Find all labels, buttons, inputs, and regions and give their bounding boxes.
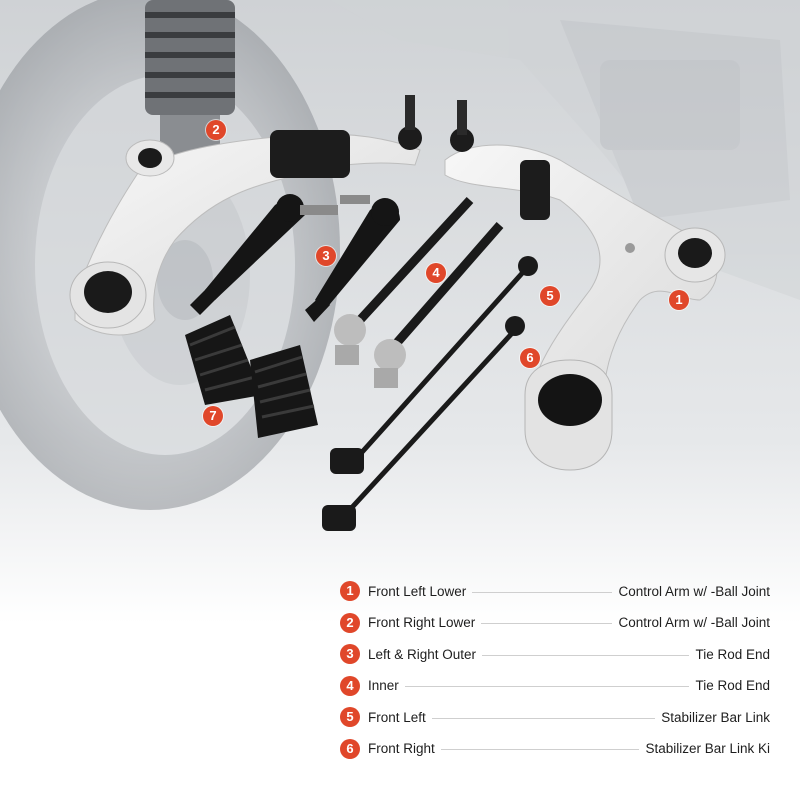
legend-row: 5 Front Left Stabilizer Bar Link (340, 706, 772, 728)
legend-position-label: Front Left Lower (368, 583, 467, 599)
legend-number-badge: 5 (340, 707, 360, 728)
legend-row: 4 Inner Tie Rod End (340, 675, 772, 697)
legend-part-label: Control Arm w/ -Ball Joint (618, 583, 770, 599)
callout-badge-6: 6 (520, 348, 540, 368)
legend-row: 3 Left & Right Outer Tie Rod End (340, 643, 772, 665)
leader-line (404, 686, 690, 688)
legend-number-badge: 2 (340, 612, 360, 633)
inner-tie-rods (334, 196, 504, 388)
control-arm-left-lower (444, 100, 726, 471)
legend-position-label: Inner (368, 678, 399, 694)
legend-position-label: Left & Right Outer (368, 646, 477, 662)
legend-number-badge: 4 (340, 675, 360, 696)
leader-line (440, 749, 640, 751)
leader-line (481, 623, 613, 625)
legend-part-label: Stabilizer Bar Link (661, 709, 770, 725)
callout-badge-3: 3 (316, 246, 336, 266)
legend-part-label: Tie Rod End (695, 678, 770, 694)
chassis-background (330, 0, 800, 300)
legend-part-label: Stabilizer Bar Link Ki (645, 741, 770, 757)
legend-number-badge: 3 (340, 644, 360, 665)
callout-badge-7: 7 (203, 406, 223, 426)
parts-legend: 1 Front Left Lower Control Arm w/ -Ball … (340, 580, 772, 770)
legend-row: 6 Front Right Stabilizer Bar Link Ki (340, 738, 772, 760)
callout-badge-5: 5 (540, 286, 560, 306)
legend-part-label: Tie Rod End (695, 646, 770, 662)
leader-line (482, 654, 690, 656)
legend-position-label: Front Right Lower (368, 615, 476, 631)
legend-position-label: Front Left (368, 709, 426, 725)
legend-row: 2 Front Right Lower Control Arm w/ -Ball… (340, 612, 772, 634)
legend-row: 1 Front Left Lower Control Arm w/ -Ball … (340, 580, 772, 602)
rack-boots (185, 315, 318, 438)
callout-badge-2: 2 (206, 120, 226, 140)
legend-number-badge: 6 (340, 738, 360, 759)
legend-number-badge: 1 (340, 581, 360, 601)
stabilizer-bar-links (322, 256, 538, 531)
legend-position-label: Front Right (368, 741, 435, 757)
outer-tie-rod-ends (190, 194, 400, 322)
legend-part-label: Control Arm w/ -Ball Joint (618, 615, 770, 631)
leader-line (431, 717, 656, 719)
control-arm-right-lower (69, 95, 422, 336)
callout-badge-4: 4 (426, 263, 446, 283)
callout-badge-1: 1 (669, 290, 689, 310)
leader-line (472, 591, 613, 593)
